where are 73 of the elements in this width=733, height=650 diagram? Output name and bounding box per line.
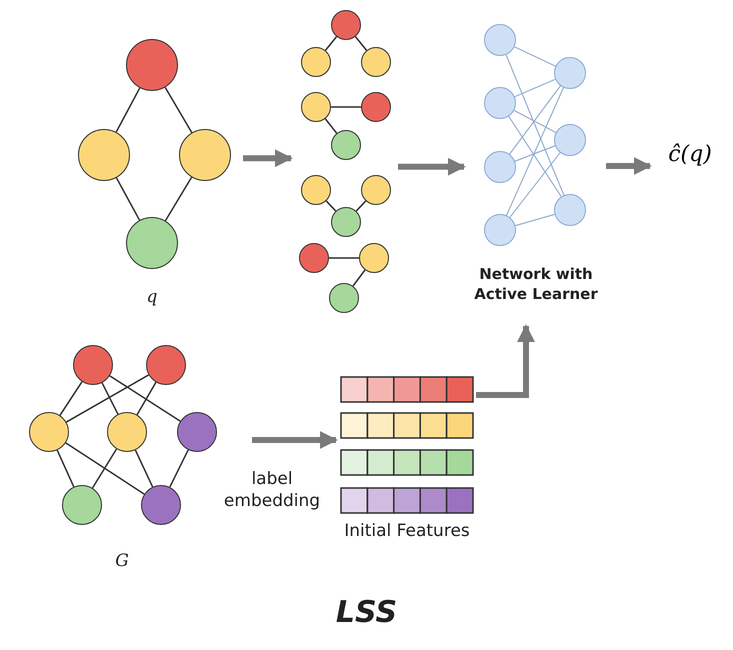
graph-vertex [126,39,178,91]
neuron-circle [554,194,586,226]
connector-line [509,85,561,155]
arrow [606,157,652,175]
connector-line [514,145,556,162]
graph-vertex [331,130,361,160]
connector-line [326,200,336,212]
connector-line [56,450,74,488]
graph-vertex [107,412,147,452]
graph-vertex [299,243,329,273]
connector-line [164,87,192,133]
connector-line [65,442,145,495]
graph-vertex [177,412,217,452]
neuron-circle [554,57,586,89]
graph-vertex [179,129,231,181]
connector-line [514,214,556,226]
connector-line [509,152,561,218]
connector-line [164,176,192,222]
graph-vertex [73,345,113,385]
connector-line [506,54,564,196]
connector-line [352,270,366,286]
connector-line [354,36,368,51]
connector-line [136,382,157,416]
neuron-circle [484,24,516,56]
arrow [243,149,293,168]
graph-vertex [331,207,361,237]
connector-line [324,36,338,51]
neuron-circle [484,87,516,119]
connector-line [66,374,150,423]
output-label: ĉ(q) [667,142,713,167]
connector-line [169,450,189,488]
graph-vertex [361,92,391,122]
connector-line [92,448,118,488]
arrow [398,158,466,176]
graph-vertex [361,47,391,77]
connector-line [356,200,366,212]
connector-line [134,450,154,488]
variable-label: q [146,286,158,308]
caption-text: Initial Features [343,520,471,542]
caption-text: Network with Active Learner [473,265,599,304]
connector-line [506,87,564,216]
graph-vertex [359,243,389,273]
graph-vertex [301,92,331,122]
connector-line [116,88,140,132]
connector-line [324,118,338,134]
neuron-circle [554,124,586,156]
graph-vertex [62,485,102,525]
connector-line [514,78,556,98]
connector-line [331,106,361,108]
graph-vertex [329,283,359,313]
arrow [252,431,338,449]
graph-vertex [126,217,178,269]
graph-vertex [331,10,361,40]
neuron-circle [484,214,516,246]
connector-line [116,177,140,221]
graph-vertex [361,175,391,205]
variable-label: G [114,550,130,572]
connector-line [514,46,556,67]
graph-vertex [301,47,331,77]
connector-line [508,116,562,198]
connector-line [329,257,359,259]
caption-text: LSS [334,595,398,630]
connector-line [514,110,556,134]
neuron-circle [484,151,516,183]
arrow [476,324,535,398]
graph-vertex [301,175,331,205]
connector-line [59,381,83,416]
connector-line [101,382,119,414]
graph-vertex [29,412,69,452]
graph-vertex [141,485,181,525]
connector-line [109,375,181,422]
graph-vertex [146,345,186,385]
graph-vertex [78,129,130,181]
